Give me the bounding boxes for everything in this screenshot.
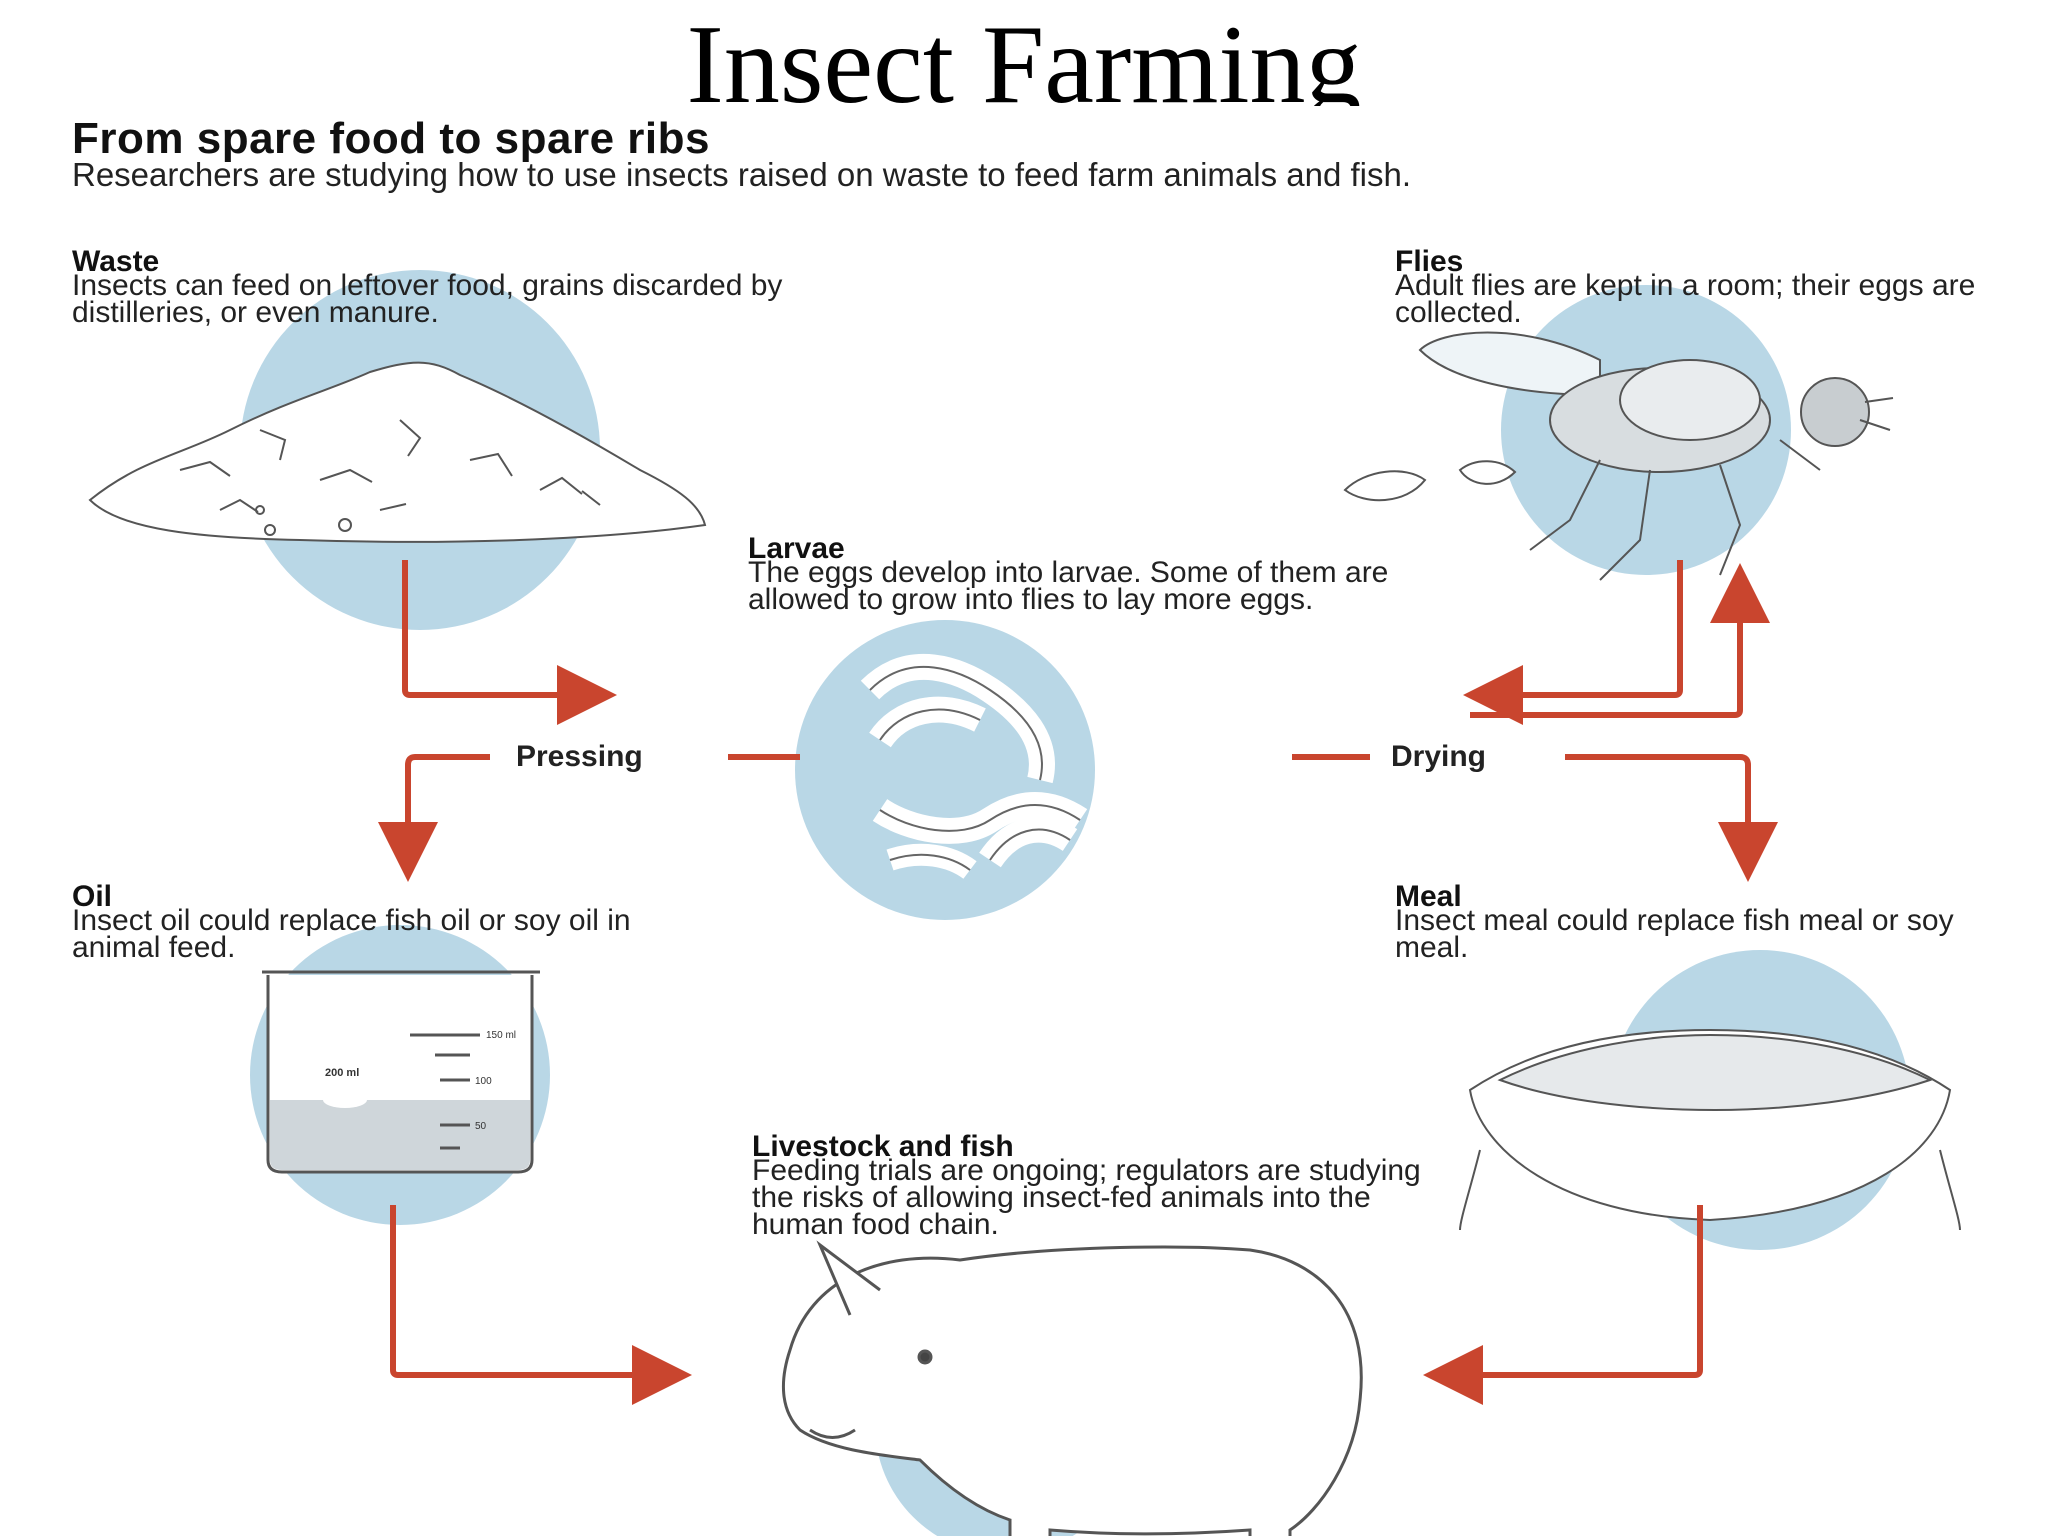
flies-desc: Adult flies are kept in a room; their eg… [1395,269,1976,329]
beaker-mark-200: 200 ml [325,1067,359,1079]
pressing-label: Pressing [510,740,649,774]
meal-desc: Insect meal could replace fish meal or s… [1395,904,1954,964]
arrow-oil-to-livestock [390,1205,692,1405]
beaker-mark-150: 150 ml [486,1030,516,1041]
arrow-drying-to-meal [1565,754,1778,882]
livestock-title: Livestock and fish [752,1130,1014,1163]
arrow-larvae-to-flies [1470,563,1770,718]
arrow-waste-to-larvae [402,560,617,725]
beaker-mark-100: 100 [475,1076,492,1087]
waste-pile-illustration [88,361,707,543]
meal-hands-illustration [1459,1028,1961,1231]
beaker-mark-50: 50 [475,1121,487,1132]
flow-arrows [378,560,1778,1405]
headline: From spare food to spare ribs [72,114,710,163]
waste-title: Waste [72,245,160,278]
waste-desc: Insects can feed on leftover food, grain… [72,269,783,329]
oil-title: Oil [72,880,113,913]
larvae-desc: The eggs develop into larvae. Some of th… [748,556,1389,616]
livestock-desc: Feeding trials are ongoing; regulators a… [752,1154,1421,1241]
arrow-flies-to-larvae [1463,560,1683,725]
intro-text: Researchers are studying how to use inse… [72,156,1412,193]
oil-desc: Insect oil could replace fish oil or soy… [72,904,631,964]
drying-label: Drying [1385,740,1493,774]
arrow-pressing-to-oil [378,754,490,882]
meal-title: Meal [1395,880,1462,913]
flies-title: Flies [1395,245,1464,278]
fly-illustration [1343,331,1894,581]
beaker-illustration: 150 ml 200 ml 100 50 [262,970,540,1174]
larvae-title: Larvae [748,532,845,565]
larvae-illustration [860,654,1088,880]
slide-title: Insect Farming [686,6,1362,106]
pig-illustration [781,1240,1363,1536]
arrow-meal-to-livestock [1423,1205,1703,1405]
